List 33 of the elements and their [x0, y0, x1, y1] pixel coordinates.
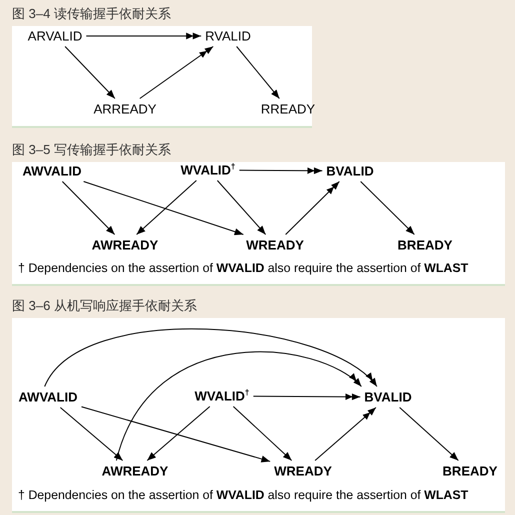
arrow: [81, 406, 271, 462]
signal-label: BREADY: [442, 464, 498, 478]
arrow: [399, 407, 459, 461]
footnote: † Dependencies on the assertion of WVALID also require the assertion of WLAST: [18, 488, 468, 503]
signal-label: BVALID: [326, 164, 374, 178]
signal-label: BREADY: [398, 238, 452, 252]
signal-label: WVALID$^{†}$: [194, 388, 250, 404]
signal-label: AWREADY: [102, 464, 168, 478]
figure-title: 图 3–4 读传输握手依耐关系: [12, 6, 171, 22]
signal-label: AWREADY: [92, 238, 158, 252]
signal-label: AWVALID: [22, 164, 82, 178]
signal-label: AWVALID: [18, 390, 78, 404]
arrow: [62, 181, 116, 235]
signal-label: WREADY: [274, 464, 332, 478]
arrow: [64, 46, 116, 99]
signal-label: WREADY: [246, 238, 304, 252]
footnote: † Dependencies on the assertion of WVALID also require the assertion of WLAST: [18, 261, 468, 276]
signal-label: ARREADY: [94, 102, 156, 116]
signal-label: ARVALID: [28, 28, 82, 44]
figure-title: 图 3–6 从机写响应握手依耐关系: [12, 298, 197, 314]
arrow: [216, 180, 266, 235]
arrow: [232, 406, 292, 461]
arrow: [60, 407, 124, 461]
signal-label: WVALID$^{†}$: [180, 162, 236, 178]
arrow: [146, 406, 210, 461]
arrow: [360, 181, 415, 235]
signal-label: BVALID: [364, 390, 412, 404]
arrow: [236, 46, 280, 99]
signal-label: RVALID: [205, 28, 251, 44]
signal-label: RREADY: [260, 102, 316, 116]
arrow: [136, 180, 197, 235]
figure-title: 图 3–5 写传输握手依耐关系: [12, 142, 171, 158]
arrow: [83, 181, 244, 236]
